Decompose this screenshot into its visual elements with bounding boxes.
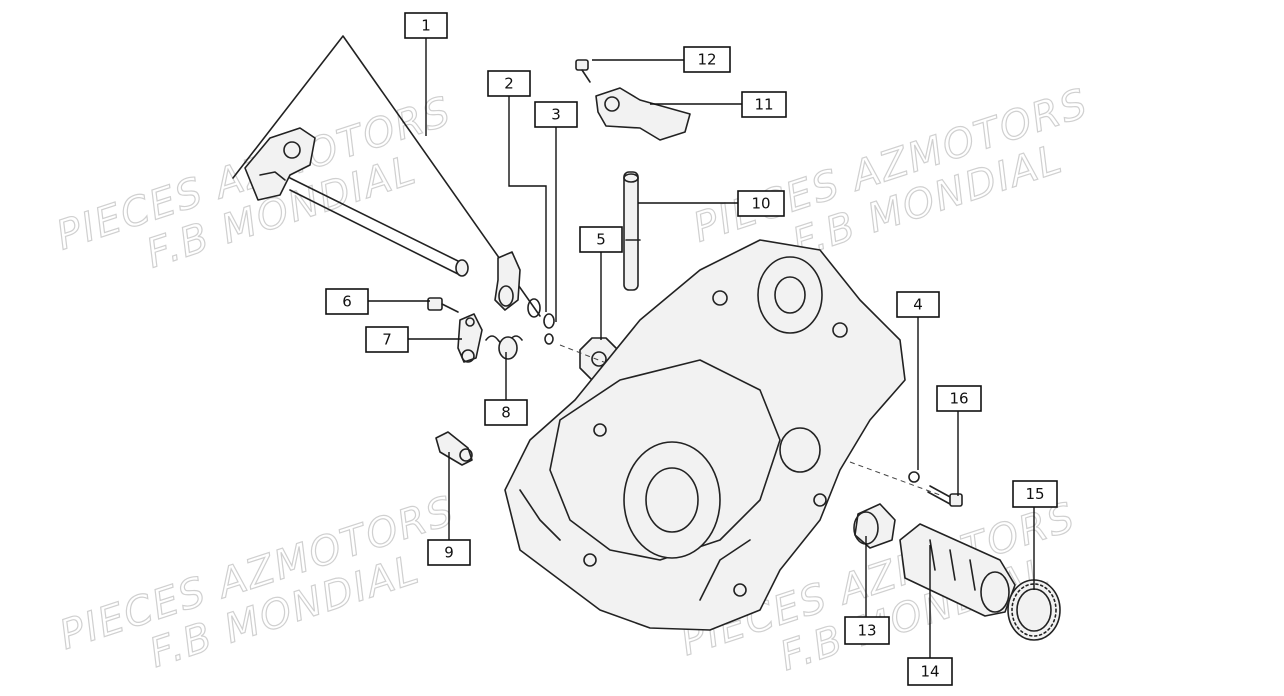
svg-text:2: 2 — [504, 75, 514, 93]
svg-text:10: 10 — [751, 195, 770, 213]
callout-7: 7 — [365, 326, 409, 353]
part-gear-shift-shaft — [232, 35, 541, 317]
svg-text:8: 8 — [501, 404, 511, 422]
watermark-bottom-left: PIECES AZMOTORS F.B MONDIAL — [54, 487, 462, 677]
callout-13: 13 — [844, 616, 890, 645]
callout-4: 4 — [896, 291, 940, 318]
callout-10: 10 — [737, 190, 785, 217]
svg-text:5: 5 — [596, 231, 606, 249]
part-stopper-lever — [457, 313, 483, 363]
svg-text:14: 14 — [920, 663, 939, 681]
callout-14: 14 — [907, 657, 953, 686]
svg-text:1: 1 — [421, 17, 431, 35]
svg-text:15: 15 — [1025, 485, 1044, 503]
svg-text:3: 3 — [551, 106, 561, 124]
svg-text:9: 9 — [444, 544, 454, 562]
callout-9: 9 — [427, 539, 471, 566]
callout-8: 8 — [484, 399, 528, 426]
part-circlip — [527, 298, 541, 318]
part-bushing — [853, 503, 896, 549]
callout-16: 16 — [936, 385, 982, 412]
svg-text:6: 6 — [342, 293, 352, 311]
part-neutral-switch — [435, 431, 473, 466]
svg-text:11: 11 — [754, 96, 773, 114]
callout-5: 5 — [579, 226, 623, 253]
svg-text:7: 7 — [382, 331, 392, 349]
callout-1: 1 — [404, 12, 448, 39]
leader-lines — [368, 38, 1035, 658]
part-shift-fork — [595, 87, 691, 141]
svg-text:16: 16 — [949, 390, 968, 408]
callout-3: 3 — [534, 101, 578, 128]
part-fork-shaft — [623, 171, 641, 291]
callout-2: 2 — [487, 70, 531, 97]
part-washer — [543, 313, 555, 345]
part-bolt-long — [927, 485, 963, 507]
svg-text:13: 13 — [857, 622, 876, 640]
svg-text:4: 4 — [913, 296, 923, 314]
part-return-spring — [485, 335, 523, 360]
svg-text:12: 12 — [697, 51, 716, 69]
callout-15: 15 — [1012, 480, 1058, 508]
part-crankcase — [504, 239, 906, 631]
callout-12: 12 — [683, 46, 731, 73]
part-o-ring — [849, 461, 941, 496]
part-small-screw — [575, 59, 591, 83]
callout-11: 11 — [741, 91, 787, 118]
part-bolt-small — [427, 297, 459, 313]
callout-6: 6 — [325, 288, 369, 315]
